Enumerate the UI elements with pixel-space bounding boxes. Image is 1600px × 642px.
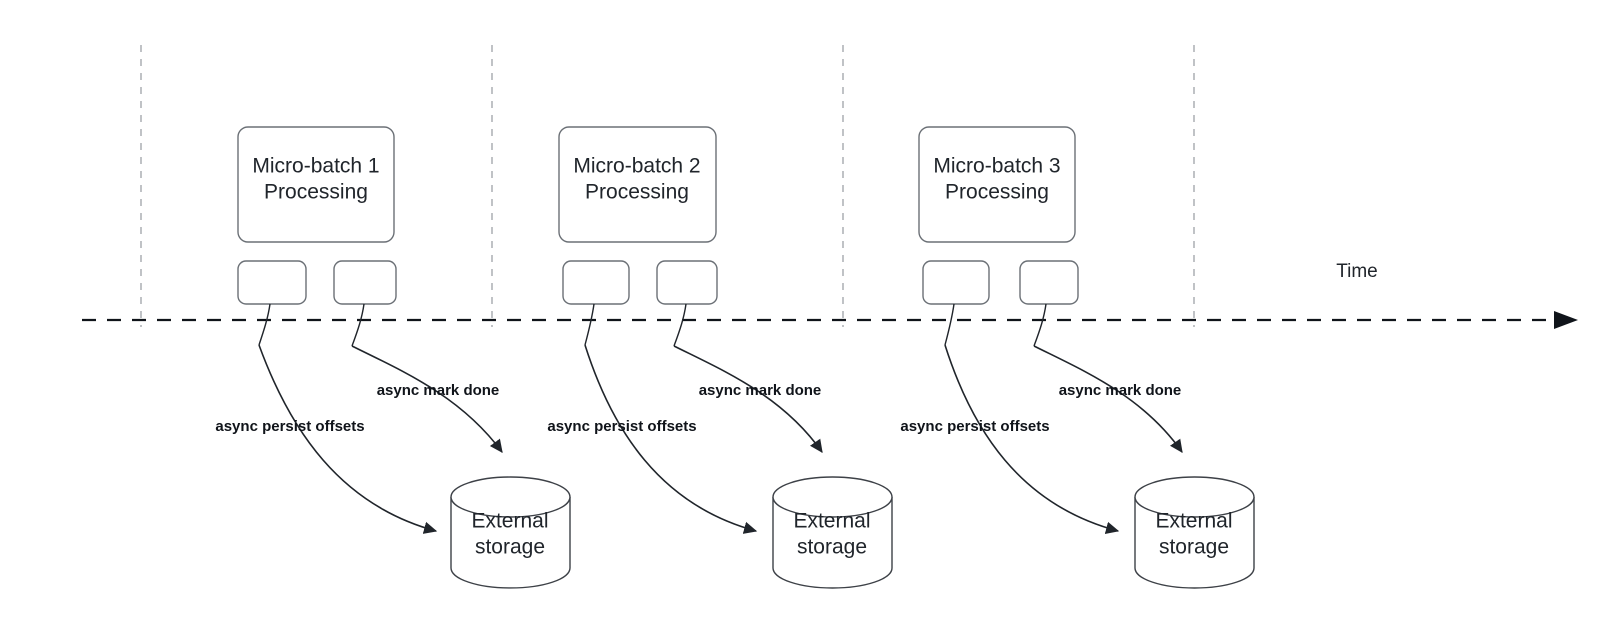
micro-batch-1-mark-done-task[interactable] [333, 260, 397, 305]
micro-batch-2-persist-stem [584, 303, 595, 346]
external-storage-1-top [450, 476, 571, 518]
micro-batch-2-label-line1: Micro-batch 2 [573, 155, 700, 178]
time-axis-label: Time [1336, 261, 1378, 282]
tick-lines-group [140, 45, 1195, 327]
external-storage-3-top [1134, 476, 1255, 518]
time-axis-arrowhead [1554, 311, 1578, 329]
micro-batch-1-external-storage[interactable]: External storage [450, 476, 571, 589]
micro-batch-1-persist-offsets-task[interactable] [237, 260, 307, 305]
micro-batch-2-mark-done-label: async mark done [699, 382, 822, 399]
external-storage-1-label-line2: storage [475, 536, 545, 559]
external-storage-3-body [1134, 497, 1255, 589]
external-storage-3-label-line1: External [1155, 510, 1232, 533]
micro-batch-2-persist-offsets-task[interactable] [562, 260, 630, 305]
micro-batch-1-mark-done-arrow [351, 345, 503, 453]
micro-batch-3-markdone-stem [1033, 303, 1047, 347]
micro-batch-1-box[interactable] [237, 126, 395, 243]
micro-batch-1-markdone-stem [351, 303, 365, 347]
external-storage-3-label-line2: storage [1159, 536, 1229, 559]
micro-batch-3-persist-offsets-arrow [944, 344, 1120, 534]
micro-batch-2-markdone-stem [673, 303, 687, 347]
external-storage-2-label-line2: storage [797, 536, 867, 559]
group-micro-batch-3: Micro-batch 3 Processing async persist o… [900, 126, 1255, 589]
micro-batch-3-mark-done-arrow [1033, 345, 1183, 453]
external-storage-1-body [450, 497, 571, 589]
micro-batch-3-mark-done-task[interactable] [1019, 260, 1079, 305]
micro-batch-3-persist-offsets-label: async persist offsets [900, 418, 1049, 435]
external-storage-1-label-line1: External [471, 510, 548, 533]
micro-batch-2-label-line2: Processing [585, 181, 689, 204]
external-storage-2-label-line1: External [793, 510, 870, 533]
time-axis: Time [82, 261, 1578, 329]
micro-batch-2-mark-done-task[interactable] [656, 260, 718, 305]
external-storage-2-body [772, 497, 893, 589]
micro-batch-1-persist-stem [258, 303, 271, 346]
micro-batch-3-box[interactable] [918, 126, 1076, 243]
external-storage-2-top [772, 476, 893, 518]
micro-batch-2-box[interactable] [558, 126, 717, 243]
micro-batch-1-mark-done-label: async mark done [377, 382, 500, 399]
micro-batch-2-persist-offsets-label: async persist offsets [547, 418, 696, 435]
micro-batch-3-external-storage[interactable]: External storage [1134, 476, 1255, 589]
micro-batch-3-mark-done-label: async mark done [1059, 382, 1182, 399]
micro-batch-2-persist-offsets-arrow [584, 344, 758, 534]
micro-batch-3-persist-offsets-task[interactable] [922, 260, 990, 305]
micro-batch-2-external-storage[interactable]: External storage [772, 476, 893, 589]
group-micro-batch-2: Micro-batch 2 Processing async persist o… [547, 126, 893, 589]
micro-batch-1-label-line1: Micro-batch 1 [252, 155, 379, 178]
micro-batch-1-persist-offsets-arrow [258, 344, 438, 534]
group-micro-batch-1: Micro-batch 1 Processing async persist o… [215, 126, 571, 589]
micro-batch-1-persist-offsets-label: async persist offsets [215, 418, 364, 435]
micro-batch-2-mark-done-arrow [673, 345, 823, 453]
micro-batch-1-label-line2: Processing [264, 181, 368, 204]
micro-batch-3-label-line2: Processing [945, 181, 1049, 204]
micro-batch-3-label-line1: Micro-batch 3 [933, 155, 1060, 178]
micro-batch-3-persist-stem [944, 303, 955, 346]
